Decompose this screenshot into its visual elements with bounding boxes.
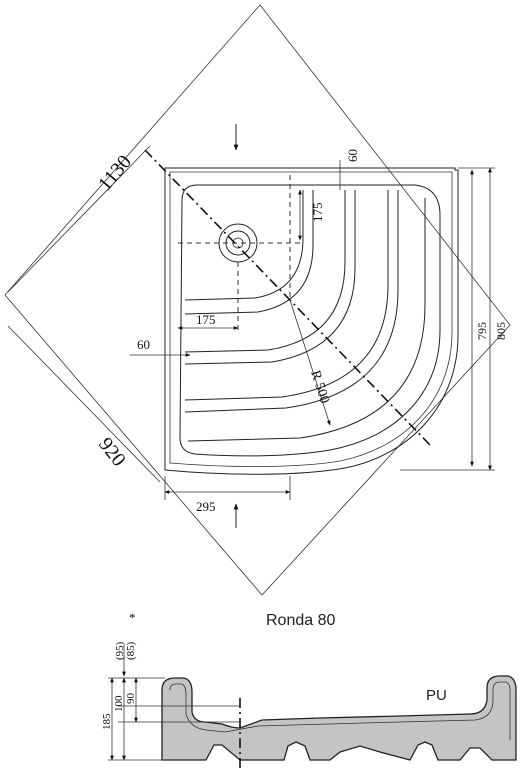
dim-diagonal: 1130 (94, 151, 136, 195)
dim-top-offset: 60 (345, 149, 360, 162)
section-profile (162, 676, 516, 760)
model-title: Ronda 80 (266, 612, 335, 629)
diagonal-footprint-outline (5, 5, 510, 595)
dim-inner-height: 795 (475, 322, 489, 340)
dim-outer-height: 805 (494, 322, 508, 340)
plan-view: 60 175 175 60 R 500 295 795 805 1130 920 (5, 5, 510, 595)
section-dim-top-b: (85) (125, 641, 137, 660)
section-dim-total: 185 (101, 713, 113, 730)
dim-inner-step: 175 (196, 312, 216, 327)
section-dim-upper: 90 (125, 693, 137, 705)
dim-upper-step: 175 (310, 203, 325, 223)
section-view: PU (95) (85) * 185 100 90 (101, 610, 516, 770)
section-material: PU (426, 687, 447, 704)
dim-side-diagonal: 920 (94, 434, 130, 471)
dim-radius: R 500 (307, 369, 332, 406)
dim-bottom-width: 295 (196, 499, 216, 514)
section-dim-mid: 100 (113, 695, 125, 712)
dim-left-offset: 60 (137, 337, 150, 352)
section-dim-asterisk: * (129, 610, 136, 625)
